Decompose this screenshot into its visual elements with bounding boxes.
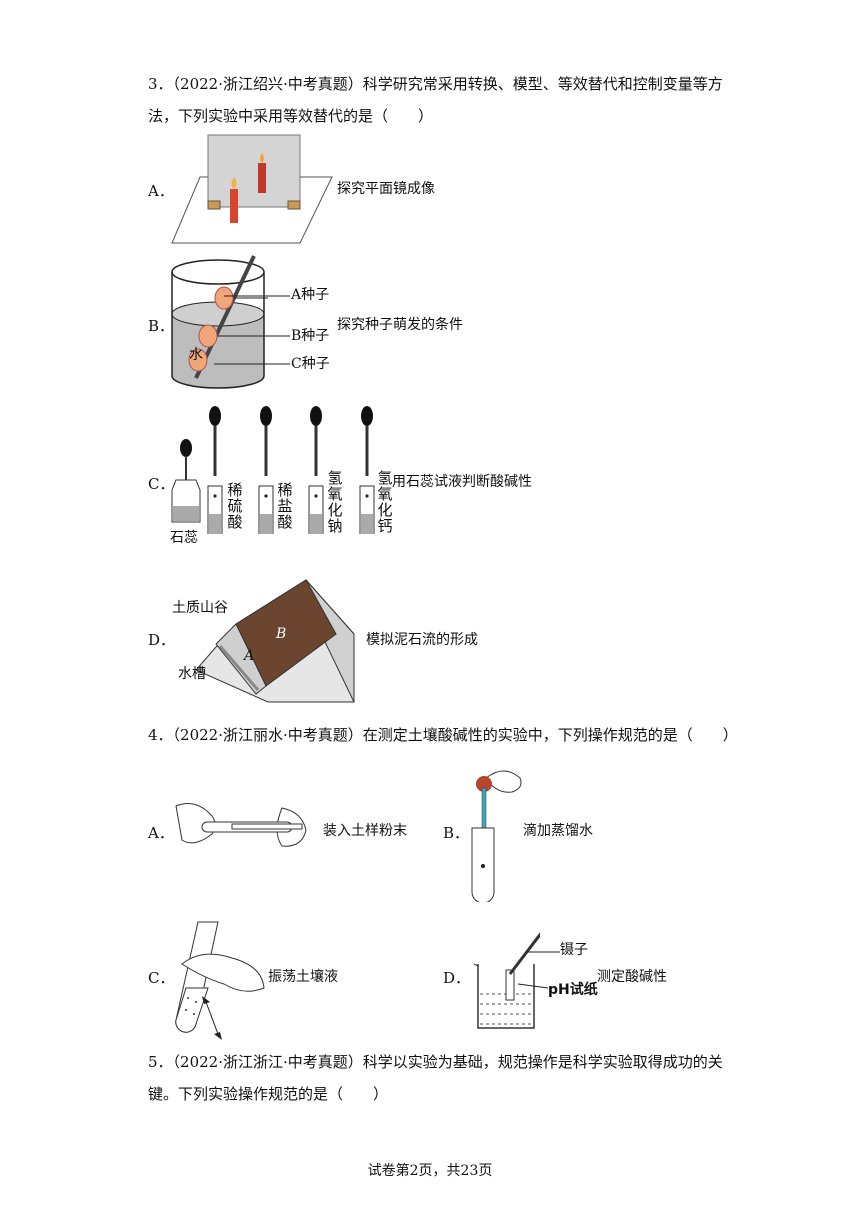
plane-mirror-figure	[171, 134, 333, 244]
q4-option-b-letter: B．	[443, 824, 470, 842]
q4-line-1: 4．（2022·浙江丽水·中考真题）在测定土壤酸碱性的实验中，下列操作规范的是（…	[148, 726, 738, 744]
seed-beaker-figure	[171, 255, 268, 389]
ph-beaker-figure	[473, 932, 540, 1029]
tube-label-2: 稀盐酸	[277, 481, 293, 531]
ph-paper-label: pH试纸	[548, 982, 598, 998]
q3-option-b-caption: 探究种子萌发的条件	[337, 317, 463, 333]
q3-option-b-letter: B．	[148, 317, 175, 335]
q4-option-a-letter: A．	[148, 824, 174, 842]
trough-label: 水槽	[178, 666, 206, 682]
q3-option-a-caption: 探究平面镜成像	[337, 181, 435, 197]
zone-a-label: A	[244, 648, 255, 664]
zone-b-label: B	[276, 626, 287, 642]
q3-option-a-letter: A．	[148, 182, 174, 200]
page-footer: 试卷第2页，共23页	[367, 1163, 493, 1179]
water-label: 水	[189, 347, 203, 363]
mudslide-model-figure	[196, 579, 355, 703]
q3-option-d-caption: 模拟泥石流的形成	[366, 632, 478, 648]
q4-option-c-letter: C．	[148, 969, 175, 987]
tweezers-label: 镊子	[560, 942, 588, 958]
q4-option-d-letter: D．	[443, 969, 471, 987]
valley-label: 土质山谷	[172, 600, 228, 616]
dropper-icon	[209, 406, 373, 476]
q4-option-b-caption: 滴加蒸馏水	[523, 823, 593, 839]
q3-line-1: 3．（2022·浙江绍兴·中考真题）科学研究常采用转换、模型、等效替代和控制变量…	[148, 75, 723, 93]
q3-option-c-letter: C．	[148, 475, 175, 493]
q5-line-2: 键。下列实验操作规范的是（ ）	[148, 1085, 389, 1103]
tube-label-3: 氢氧化钠	[327, 469, 343, 535]
q3-line-2: 法，下列实验中采用等效替代的是（ ）	[148, 107, 434, 125]
q5-line-1: 5．（2022·浙江浙江·中考真题）科学以实验为基础，规范操作是科学实验取得成功…	[148, 1053, 723, 1071]
dropper-tube-figure	[471, 770, 522, 902]
seed-c-label: C种子	[291, 356, 330, 372]
tube-label-1: 稀硫酸	[227, 481, 243, 531]
seed-a-label: A种子	[291, 287, 330, 303]
q4-option-d-caption: 测定酸碱性	[597, 969, 667, 985]
candle-icon	[230, 189, 238, 223]
litmus-label: 石蕊	[170, 530, 198, 546]
candle-image-icon	[258, 163, 266, 193]
shaking-tube-figure	[175, 921, 265, 1040]
q3-option-c-caption: 用石蕊试液判断酸碱性	[392, 474, 532, 490]
q4-option-a-caption: 装入土样粉末	[323, 823, 407, 839]
tweezers-icon	[508, 932, 540, 975]
q4-option-c-caption: 振荡土壤液	[268, 969, 338, 985]
litmus-figure	[171, 406, 375, 534]
hands-test-tube-figure	[175, 803, 307, 847]
tube-label-4: 氢氧化钙	[377, 469, 393, 535]
seed-b-label: B种子	[291, 328, 330, 344]
ph-leader-lines	[517, 951, 560, 989]
q3-option-d-letter: D．	[148, 631, 176, 649]
seed-leader-lines	[214, 295, 290, 365]
